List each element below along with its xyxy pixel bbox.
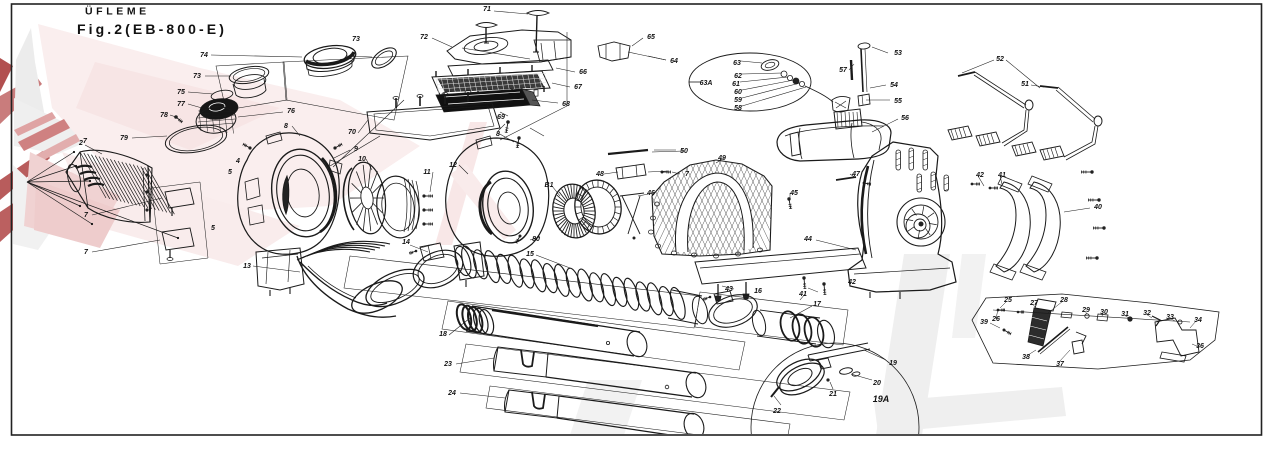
- svg-text:26: 26: [991, 316, 1000, 323]
- svg-text:60: 60: [734, 89, 742, 96]
- svg-text:45: 45: [789, 190, 798, 197]
- svg-text:75: 75: [177, 89, 185, 96]
- svg-text:5: 5: [211, 225, 215, 232]
- svg-text:41: 41: [798, 291, 807, 298]
- svg-text:44: 44: [803, 236, 812, 243]
- svg-text:7: 7: [84, 249, 89, 256]
- svg-text:18: 18: [439, 331, 447, 338]
- svg-text:42: 42: [975, 172, 984, 179]
- svg-text:73: 73: [193, 73, 201, 80]
- svg-text:65: 65: [647, 34, 655, 41]
- svg-text:19A: 19A: [873, 394, 890, 404]
- svg-text:16: 16: [754, 288, 762, 295]
- svg-text:47: 47: [851, 171, 861, 178]
- svg-text:38: 38: [1022, 354, 1030, 361]
- svg-text:13: 13: [243, 263, 251, 270]
- svg-text:76: 76: [287, 108, 295, 115]
- svg-text:78: 78: [160, 112, 168, 119]
- svg-text:33: 33: [1166, 314, 1174, 321]
- svg-text:50: 50: [680, 148, 688, 155]
- svg-text:8: 8: [284, 123, 288, 130]
- svg-text:27: 27: [1029, 300, 1039, 307]
- svg-text:19: 19: [889, 360, 897, 367]
- svg-text:80: 80: [532, 236, 540, 243]
- svg-text:31: 31: [1121, 311, 1129, 318]
- svg-text:67: 67: [574, 84, 583, 91]
- svg-text:55: 55: [894, 98, 902, 105]
- svg-text:49: 49: [717, 155, 726, 162]
- svg-text:41: 41: [997, 172, 1006, 179]
- svg-text:77: 77: [177, 101, 186, 108]
- svg-text:53: 53: [894, 50, 902, 57]
- svg-text:63A: 63A: [700, 80, 713, 87]
- svg-text:42: 42: [847, 279, 856, 286]
- svg-text:29: 29: [1081, 307, 1090, 314]
- svg-text:43: 43: [724, 286, 733, 293]
- svg-text:48: 48: [595, 171, 604, 178]
- svg-text:79: 79: [120, 135, 128, 142]
- svg-text:68: 68: [562, 101, 570, 108]
- svg-text:36: 36: [1196, 343, 1204, 350]
- svg-text:54: 54: [890, 82, 898, 89]
- svg-text:64: 64: [670, 58, 678, 65]
- svg-text:71: 71: [483, 6, 491, 13]
- svg-text:12: 12: [449, 162, 457, 169]
- svg-text:30: 30: [1100, 309, 1108, 316]
- svg-text:4: 4: [235, 158, 240, 165]
- svg-text:9: 9: [354, 146, 358, 153]
- svg-text:15: 15: [526, 251, 534, 258]
- svg-text:69: 69: [497, 114, 505, 121]
- svg-text:10: 10: [358, 156, 366, 163]
- svg-text:52: 52: [996, 56, 1004, 63]
- svg-text:28: 28: [1059, 297, 1068, 304]
- svg-text:40: 40: [1093, 204, 1102, 211]
- svg-text:7: 7: [83, 138, 88, 145]
- svg-text:74: 74: [200, 52, 208, 59]
- svg-text:7: 7: [84, 212, 89, 219]
- svg-text:62: 62: [734, 73, 742, 80]
- svg-text:56: 56: [901, 115, 909, 122]
- svg-text:11: 11: [423, 169, 430, 176]
- svg-text:20: 20: [872, 380, 881, 387]
- svg-text:34: 34: [1194, 317, 1202, 324]
- svg-text:37: 37: [1056, 361, 1065, 368]
- svg-text:57: 57: [839, 67, 848, 74]
- svg-text:70: 70: [348, 129, 356, 136]
- svg-text:8: 8: [496, 131, 500, 138]
- svg-text:17: 17: [813, 301, 822, 308]
- svg-text:21: 21: [828, 391, 837, 398]
- svg-text:25: 25: [1003, 297, 1012, 304]
- svg-text:72: 72: [420, 34, 428, 41]
- svg-text:22: 22: [772, 408, 781, 415]
- svg-text:7: 7: [685, 171, 690, 178]
- svg-text:32: 32: [1143, 310, 1151, 317]
- svg-text:46: 46: [646, 190, 655, 197]
- svg-text:73: 73: [352, 36, 360, 43]
- svg-text:61: 61: [732, 81, 740, 88]
- svg-text:24: 24: [447, 390, 456, 397]
- svg-text:63: 63: [733, 60, 741, 67]
- svg-text:2: 2: [78, 140, 83, 147]
- svg-text:23: 23: [443, 361, 452, 368]
- svg-text:58: 58: [734, 105, 742, 112]
- svg-text:14: 14: [402, 239, 410, 246]
- svg-text:59: 59: [734, 97, 742, 104]
- svg-text:39: 39: [980, 319, 988, 326]
- svg-text:5: 5: [228, 169, 232, 176]
- svg-text:51: 51: [1021, 81, 1029, 88]
- svg-text:66: 66: [579, 69, 587, 76]
- svg-text:B1: B1: [545, 182, 554, 189]
